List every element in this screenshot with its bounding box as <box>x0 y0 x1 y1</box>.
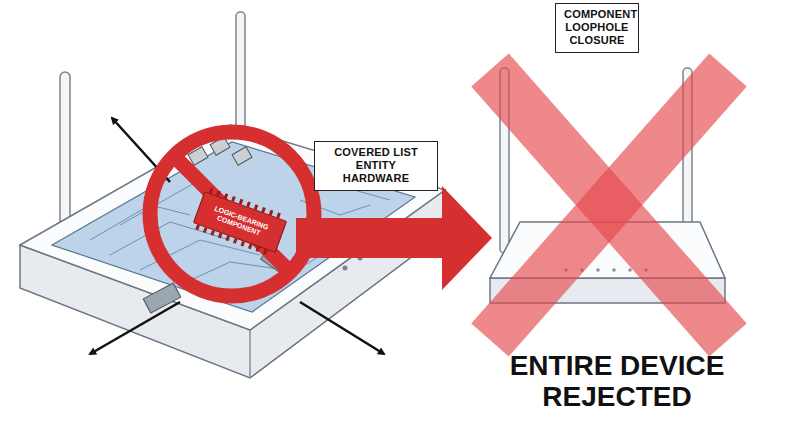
reject-cross <box>490 70 728 340</box>
node-text: COVERED LIST ENTITY HARDWARE <box>323 146 429 186</box>
antenna <box>236 12 245 132</box>
prohibition-sign <box>150 132 314 296</box>
label-box: COMPONENT LOOPHOLE CLOSURE <box>555 3 639 53</box>
transfer-arrow <box>296 186 492 290</box>
label-box: COVERED LIST ENTITY HARDWARE <box>314 141 438 191</box>
node-text: COMPONENT LOOPHOLE CLOSURE <box>564 8 630 48</box>
verdict-title: ENTIRE DEVICE REJECTED <box>492 350 742 413</box>
